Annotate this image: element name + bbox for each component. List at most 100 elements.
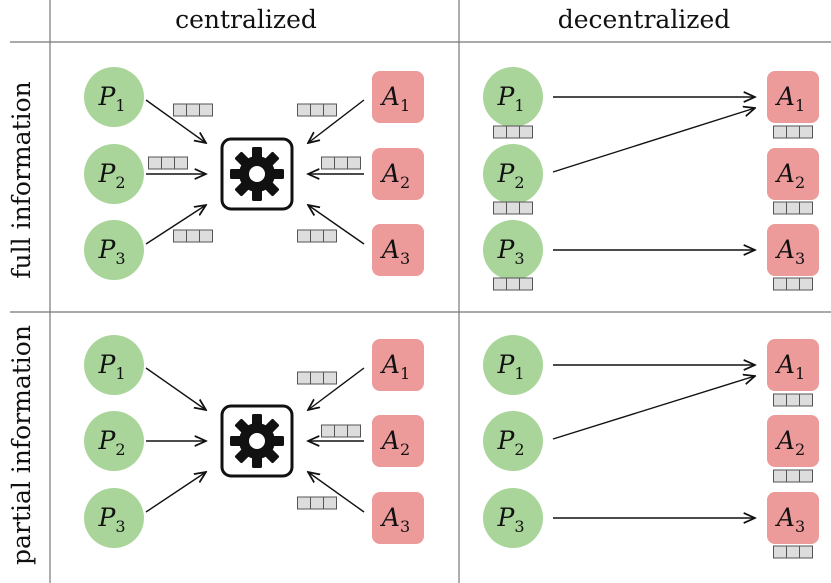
node-label: P2 — [97, 426, 125, 459]
node-letter: A — [775, 235, 795, 264]
central-platform — [220, 137, 294, 211]
arrow-p2-to-a1 — [552, 376, 755, 440]
node-p2: P2 — [84, 411, 144, 471]
message-queue-icon-p1 — [493, 125, 533, 139]
node-subscript: 1 — [514, 96, 524, 115]
agent-node-shape — [372, 148, 424, 200]
agent-node-shape — [767, 492, 819, 544]
node-label: P1 — [496, 82, 524, 115]
agent-node-shape — [767, 224, 819, 276]
node-label: P1 — [97, 350, 125, 383]
agent-node-shape — [767, 148, 819, 200]
node-letter: A — [775, 426, 795, 455]
node-a2: A2 — [767, 148, 819, 200]
node-subscript: 1 — [514, 364, 524, 383]
node-p3: P3 — [84, 220, 144, 280]
node-label: A1 — [775, 82, 805, 115]
node-subscript: 1 — [115, 96, 125, 115]
node-letter: P — [97, 235, 116, 264]
node-subscript: 3 — [514, 517, 524, 536]
row-header-partial-information: partial information — [7, 325, 36, 565]
arrow-a3-to-central — [308, 472, 365, 513]
arrow-p2-to-a1 — [552, 108, 755, 173]
message-queue-icon-a1 — [773, 125, 813, 139]
message-queue-icon-a3 — [773, 545, 813, 559]
node-subscript: 2 — [514, 173, 524, 192]
node-letter: P — [97, 426, 116, 455]
node-letter: A — [775, 350, 795, 379]
message-queue-icon-a2 — [773, 469, 813, 483]
agent-node-shape — [372, 339, 424, 391]
node-label: A3 — [775, 503, 805, 536]
node-p3: P3 — [483, 488, 543, 548]
passenger-node-shape — [84, 220, 144, 280]
arrow-p1-to-central — [145, 99, 206, 143]
node-subscript: 3 — [115, 249, 125, 268]
node-p1: P1 — [483, 335, 543, 395]
node-label: A3 — [775, 235, 805, 268]
node-subscript: 2 — [795, 173, 805, 192]
message-queue-icon-a2 — [321, 424, 361, 438]
node-subscript: 2 — [400, 173, 410, 192]
passenger-node-shape — [483, 67, 543, 127]
node-a1: A1 — [767, 71, 819, 123]
node-a3: A3 — [767, 224, 819, 276]
node-label: P1 — [496, 350, 524, 383]
node-a2: A2 — [767, 415, 819, 467]
node-label: A2 — [380, 426, 410, 459]
message-queue-icon-p3 — [493, 277, 533, 291]
node-subscript: 2 — [115, 440, 125, 459]
node-letter: A — [775, 159, 795, 188]
node-a1: A1 — [372, 71, 424, 123]
node-a3: A3 — [372, 492, 424, 544]
message-queue-icon-a2 — [321, 156, 361, 170]
node-label: A1 — [775, 350, 805, 383]
arrow-p3-to-central — [145, 472, 206, 513]
node-a2: A2 — [372, 148, 424, 200]
central-platform — [220, 404, 294, 478]
node-letter: P — [97, 350, 116, 379]
node-p3: P3 — [483, 220, 543, 280]
passenger-node-shape — [84, 335, 144, 395]
passenger-node-shape — [84, 144, 144, 204]
panels: P1P2P3A1A2A3P1P2P3A1A2A3P1P2P3A1A2A3P1P2… — [84, 67, 819, 559]
table-grid — [10, 0, 831, 583]
message-queue-icon-a2 — [773, 201, 813, 215]
node-letter: P — [97, 503, 116, 532]
arrow-a3-to-central — [308, 205, 365, 245]
node-p1: P1 — [483, 67, 543, 127]
node-subscript: 3 — [795, 249, 805, 268]
node-letter: P — [496, 426, 515, 455]
message-queue-icon-p2 — [493, 201, 533, 215]
node-letter: A — [380, 82, 400, 111]
node-letter: A — [380, 159, 400, 188]
node-label: A3 — [380, 235, 410, 268]
passenger-node-shape — [483, 220, 543, 280]
agent-node-shape — [372, 415, 424, 467]
node-subscript: 2 — [400, 440, 410, 459]
node-subscript: 1 — [400, 96, 410, 115]
node-letter: A — [380, 503, 400, 532]
node-letter: P — [496, 235, 515, 264]
message-queue-icon-a1 — [297, 371, 337, 385]
node-letter: P — [97, 82, 116, 111]
arrow-a1-to-central — [308, 367, 365, 410]
message-queue-icon-a3 — [297, 496, 337, 510]
arrow-p3-to-central — [145, 205, 206, 245]
node-letter: A — [380, 350, 400, 379]
node-label: P3 — [496, 503, 524, 536]
node-letter: P — [496, 503, 515, 532]
node-letter: A — [775, 82, 795, 111]
node-label: P3 — [97, 503, 125, 536]
node-p3: P3 — [84, 488, 144, 548]
node-subscript: 3 — [514, 249, 524, 268]
message-queue-icon-a1 — [297, 103, 337, 117]
agent-node-shape — [372, 71, 424, 123]
node-subscript: 1 — [400, 364, 410, 383]
node-subscript: 3 — [400, 249, 410, 268]
node-label: P2 — [496, 159, 524, 192]
passenger-node-shape — [483, 488, 543, 548]
